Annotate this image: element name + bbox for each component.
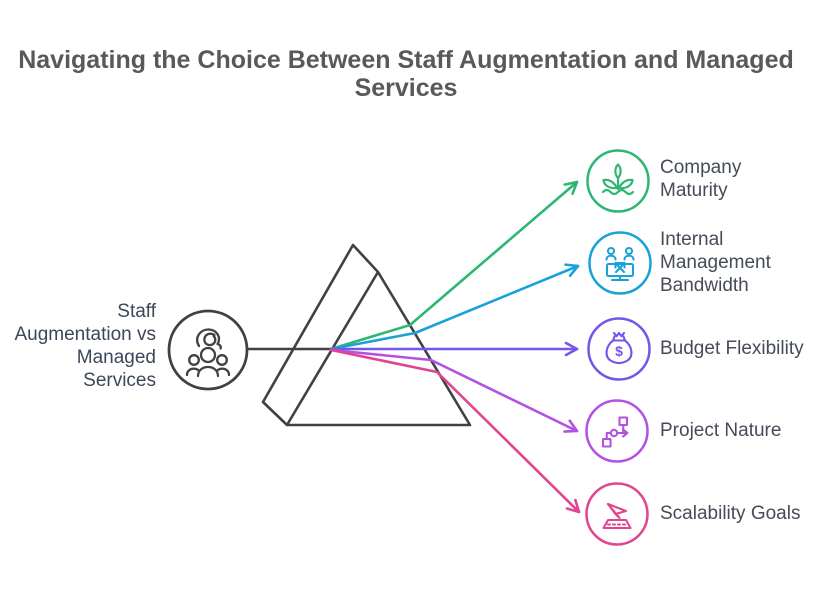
factor-icon-company-maturity: [586, 149, 650, 213]
plane-takeoff-icon: [602, 502, 632, 530]
ray-project-nature: [329, 348, 579, 433]
ray-internal-management-bandwidth: [329, 263, 580, 351]
seedling-icon: [601, 163, 635, 196]
factor-icon-internal-management-bandwidth: [588, 231, 652, 295]
factor-label-project-nature: Project Nature: [660, 420, 782, 441]
prism-shape: [261, 243, 472, 427]
team-monitor-icon: [605, 246, 635, 282]
factor-label-company-maturity: Company Maturity: [660, 157, 742, 201]
dollar-symbol: $: [615, 343, 623, 359]
ray-budget-flexibility: [329, 341, 579, 357]
ray-scalability-goals: [329, 348, 581, 514]
factor-label-internal-management-bandwidth: Internal Management Bandwidth: [660, 229, 771, 296]
source-group: [167, 243, 472, 427]
source-label: Staff Augmentation vs Managed Services: [14, 301, 156, 391]
page-title: Navigating the Choice Between Staff Augm…: [18, 46, 794, 102]
money-bag-icon: $: [605, 331, 633, 365]
ray-company-maturity: [329, 180, 579, 351]
team-leadership-icon: [185, 328, 231, 378]
flowchart-icon: [601, 416, 629, 448]
factor-icon-project-nature: [585, 399, 649, 463]
factor-icon-scalability-goals: [585, 482, 649, 546]
factor-icon-budget-flexibility: $: [587, 317, 651, 381]
factor-label-scalability-goals: Scalability Goals: [660, 503, 801, 524]
factor-label-budget-flexibility: Budget Flexibility: [660, 338, 804, 359]
